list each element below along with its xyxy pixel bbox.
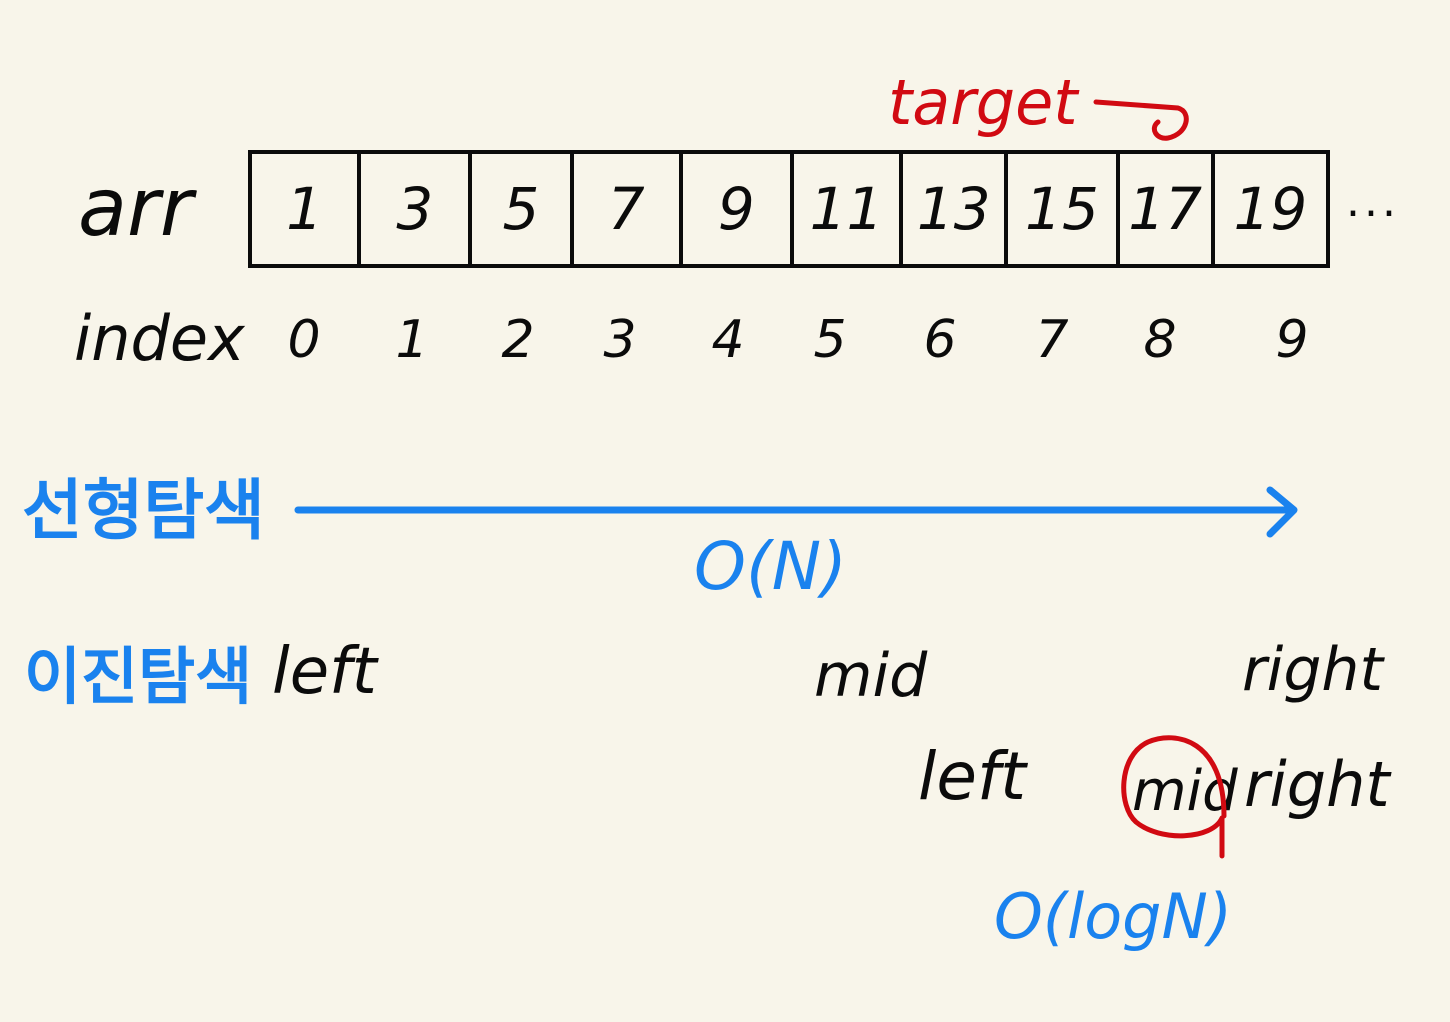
binary-row2-right: right <box>1244 748 1390 821</box>
array-cell: 7 <box>574 154 683 264</box>
linear-complexity: O(N) <box>694 528 847 605</box>
array-cell: 15 <box>1008 154 1120 264</box>
array-cell: 11 <box>794 154 904 264</box>
index-value: 3 <box>603 310 637 370</box>
index-value: 0 <box>287 310 321 370</box>
binary-search-label: 이진탐색 <box>24 640 253 713</box>
binary-complexity: O(logN) <box>994 880 1233 953</box>
index-value: 1 <box>395 310 429 370</box>
linear-arrow-head <box>1266 486 1298 538</box>
index-value: 9 <box>1275 310 1309 370</box>
index-value: 7 <box>1035 310 1069 370</box>
index-value: 2 <box>501 310 535 370</box>
index-label: index <box>74 302 245 375</box>
array-cell: 5 <box>472 154 574 264</box>
binary-row2-mid: mid <box>1132 759 1238 824</box>
target-arrow <box>1093 99 1189 141</box>
binary-row1-mid: mid <box>814 641 928 711</box>
array-cell: 1 <box>252 154 362 264</box>
array-cell: 9 <box>683 154 794 264</box>
array-cell: 3 <box>361 154 473 264</box>
array-boxes: 1 3 5 7 9 11 13 15 17 19 <box>248 150 1330 268</box>
array-cell: 13 <box>903 154 1009 264</box>
array-cell: 17 <box>1120 154 1215 264</box>
target-label: target <box>888 66 1078 139</box>
index-value: 4 <box>711 310 745 370</box>
index-value: 5 <box>813 310 847 370</box>
ellipsis: ... <box>1346 176 1400 227</box>
binary-row1-right: right <box>1242 635 1383 705</box>
arr-label: arr <box>78 161 193 254</box>
binary-row1-left: left <box>272 635 377 709</box>
binary-row2-left: left <box>918 738 1027 815</box>
index-value: 8 <box>1143 310 1177 370</box>
linear-search-label: 선형탐색 <box>22 472 265 549</box>
array-cell: 19 <box>1233 175 1308 243</box>
index-value: 6 <box>923 310 957 370</box>
